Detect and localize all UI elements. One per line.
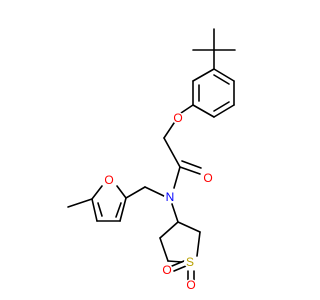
bond [115,202,122,218]
bond [144,186,167,198]
bond [196,231,201,257]
methylfuran-ring [67,185,127,222]
bond [173,265,187,272]
ether-oxygen-label: O [173,111,182,125]
bond [91,185,103,200]
bond [171,203,179,223]
bond [159,221,179,239]
furan-oxygen-label: O [104,173,113,187]
bond [179,166,201,175]
bond [213,101,230,112]
ether-acetamide-chain [163,104,202,189]
n-substituents [125,186,179,223]
bond [67,198,93,208]
amide-nitrogen-label: N [166,190,175,204]
sulfonyl-oxygen-bottom-label: O [186,278,195,292]
bond [213,68,235,82]
bond [192,68,215,82]
sulfolane-ring [159,221,201,281]
bond [180,104,194,114]
bond [125,186,146,199]
bond [171,260,185,267]
tert-butyl-group [192,28,236,70]
bond [173,166,181,189]
bond [181,160,202,169]
atom-labels: O O N O S O O [103,111,214,292]
bond [97,202,103,217]
bond [116,185,127,199]
bond [167,260,183,263]
sulfur-label: S [186,255,194,269]
bond [163,122,175,139]
carbonyl-oxygen-label: O [203,171,212,185]
bond [119,197,127,222]
bond [192,104,215,118]
bond [159,237,169,262]
molecule-structure-diagram: O O N O S O O [67,28,236,292]
bond [213,74,230,85]
bond [163,137,181,168]
bond [213,104,235,118]
sulfonyl-oxygen-left-label: O [162,263,171,277]
bond [91,198,98,222]
benzene-ring [192,68,235,118]
bond [177,221,201,233]
